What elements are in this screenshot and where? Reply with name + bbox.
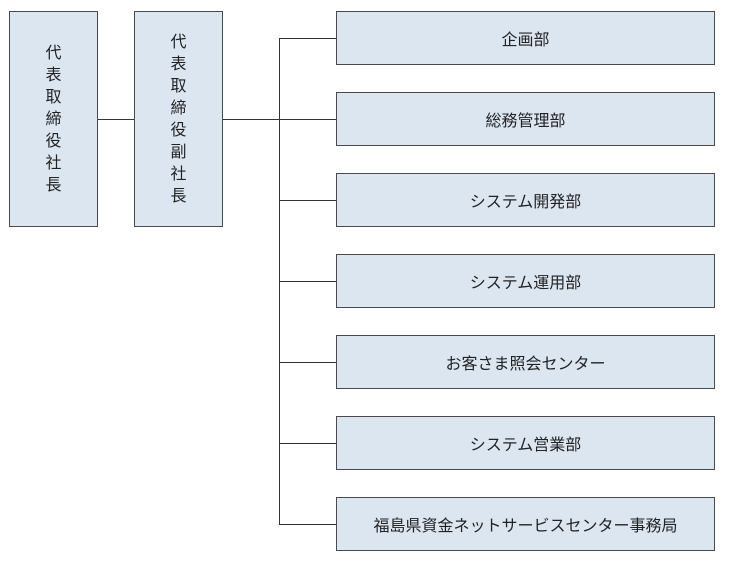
dept-box-general-affairs: 総務管理部 (336, 92, 715, 146)
vp-char: 表 (170, 54, 187, 73)
dept-box-system-development: システム開発部 (336, 173, 715, 227)
branch-line (279, 281, 336, 282)
president-char: 役 (45, 131, 62, 150)
dept-box-system-sales: システム営業部 (336, 416, 715, 470)
branch-line (279, 200, 336, 201)
dept-label: 総務管理部 (485, 111, 566, 130)
president-char: 取 (45, 87, 62, 106)
branch-line (279, 38, 336, 39)
dept-box-system-operations: システム運用部 (336, 254, 715, 308)
vp-char: 役 (170, 120, 187, 139)
president-char: 代 (45, 43, 62, 62)
connector-vp-trunk (223, 119, 280, 120)
vp-char: 社 (170, 164, 187, 183)
dept-label: お客さま照会センター (445, 354, 606, 373)
dept-label: 企画部 (501, 30, 550, 49)
dept-label: 福島県資金ネットサービスセンター事務局 (373, 516, 678, 535)
president-char: 長 (45, 175, 62, 194)
dept-box-customer-inquiry-center: お客さま照会センター (336, 335, 715, 389)
vp-char: 締 (170, 98, 187, 117)
vp-char: 副 (170, 142, 187, 161)
branch-line (279, 362, 336, 363)
vp-char: 代 (170, 32, 187, 51)
dept-label: システム営業部 (469, 435, 582, 454)
dept-box-fukushima-service-center: 福島県資金ネットサービスセンター事務局 (336, 497, 715, 551)
vp-char: 長 (170, 186, 187, 205)
vice-president-box: 代 表 取 締 役 副 社 長 (134, 11, 223, 227)
dept-label: システム運用部 (469, 273, 582, 292)
branch-line (279, 524, 336, 525)
president-char: 社 (45, 153, 62, 172)
branch-line (279, 443, 336, 444)
president-char: 締 (45, 109, 62, 128)
president-box: 代 表 取 締 役 社 長 (9, 11, 98, 227)
president-char: 表 (45, 65, 62, 84)
dept-box-planning: 企画部 (336, 11, 715, 65)
dept-label: システム開発部 (469, 192, 582, 211)
vp-char: 取 (170, 76, 187, 95)
connector-president-vp (98, 119, 134, 120)
branch-line (279, 119, 336, 120)
